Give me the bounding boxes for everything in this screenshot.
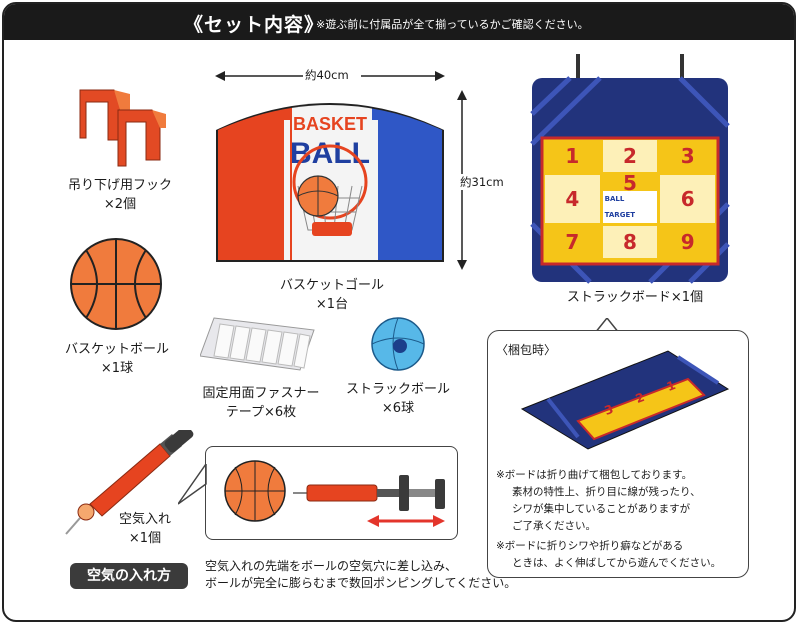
basketball-illustration: [70, 238, 162, 330]
board-text-main: BALL: [290, 137, 370, 170]
folded-number: 1: [664, 378, 678, 395]
fastener-label-name: 固定用面ファスナー: [202, 386, 320, 401]
air-instructions-badge: 空気の入れ方: [70, 563, 188, 589]
struck-board-grid: 1 2 3 4 5 BALL TARGET 6 7 8 9: [545, 140, 715, 258]
width-dimension-arrow: [215, 68, 445, 84]
fastener-label-qty: テープ×6枚: [225, 405, 297, 420]
goal-height-text: 約31cm: [460, 174, 504, 190]
board-cell: 1: [545, 140, 600, 172]
board-cell: 3: [660, 140, 715, 172]
air-instructions-line1: 空気入れの先端をボールの空気穴に差し込み、: [205, 559, 458, 573]
folded-number: 2: [633, 389, 647, 407]
board-cell-center: 5 BALL TARGET: [602, 171, 658, 223]
goal-width-text: 約40cm: [305, 68, 349, 82]
pump-label: 空気入れ ×1個: [105, 510, 185, 548]
air-instructions-line2: ボールが完全に膨らむまで数回ポンピングしてください。: [205, 576, 517, 590]
basketball-label-qty: ×1球: [100, 361, 134, 376]
packing-note: ご了承ください。: [512, 520, 596, 532]
air-instructions-text: 空気入れの先端をボールの空気穴に差し込み、 ボールが完全に膨らむまで数回ポンピン…: [205, 558, 516, 592]
struck-board-label: ストラックボード×1個: [566, 290, 704, 305]
board-text-top: BASKET: [293, 114, 367, 134]
section-title: 《セット内容》: [184, 14, 325, 36]
packing-title: 〈梱包時〉: [496, 343, 557, 357]
board-cell: 8: [602, 226, 658, 258]
basketball-label: バスケットボール ×1球: [48, 340, 186, 378]
pump-label-name: 空気入れ: [118, 512, 171, 527]
inset-pointer: [178, 464, 207, 505]
goal-label-qty: ×1台: [315, 297, 349, 312]
board-cell: 9: [660, 226, 715, 258]
packing-note: ときは、よく伸ばしてから遊んでください。: [512, 557, 722, 569]
inflation-inset: [205, 446, 458, 540]
inflation-diagram: [224, 460, 445, 527]
board-cell: 2: [602, 140, 658, 172]
packing-callout: 〈梱包時〉 3 2 1 ※ボードは折り曲げて梱包しております。 素材の特性上、折…: [487, 330, 749, 578]
folded-board-illustration: [520, 350, 730, 450]
hook-label: 吊り下げ用フック ×2個: [55, 176, 185, 214]
basket-goal-illustration: BASKET BALL: [216, 103, 444, 262]
pump-illustration: [65, 430, 194, 535]
pump-label-qty: ×1個: [128, 531, 162, 546]
struck-ball-label-qty: ×6球: [381, 401, 415, 416]
board-cell: 4: [545, 175, 600, 223]
packing-note: ※ボードに折りシワや折り癖などがある: [496, 540, 684, 552]
goal-label: バスケットゴール ×1台: [258, 276, 406, 314]
struck-ball-illustration: [371, 317, 425, 371]
fastener-tape-illustration: [200, 317, 315, 371]
hook-label-qty: ×2個: [103, 197, 137, 212]
ball-target-badge: BALL TARGET: [602, 191, 658, 223]
board-cell: 5: [623, 171, 637, 195]
section-header: 《セット内容》 ※遊ぶ前に付属品が全て揃っているかご確認ください。: [4, 4, 794, 40]
fastener-label: 固定用面ファスナー テープ×6枚: [190, 384, 332, 422]
packing-note: シワが集中していることがありますが: [512, 503, 691, 515]
board-cell: 7: [545, 226, 600, 258]
struck-ball-label-name: ストラックボール: [345, 382, 450, 397]
packing-note: ※ボードは折り曲げて梱包しております。: [496, 469, 693, 481]
folded-number: 3: [602, 401, 616, 418]
check-note: ※遊ぶ前に付属品が全て揃っているかご確認ください。: [316, 18, 589, 31]
goal-label-name: バスケットゴール: [279, 278, 384, 293]
struck-ball-label: ストラックボール ×6球: [338, 380, 458, 418]
hook-label-name: 吊り下げ用フック: [67, 178, 172, 193]
basketball-label-name: バスケットボール: [64, 342, 169, 357]
packing-note: 素材の特性上、折り目に線が残ったり、: [512, 486, 701, 498]
hook-illustration: [79, 89, 166, 167]
board-cell: 6: [660, 175, 715, 223]
